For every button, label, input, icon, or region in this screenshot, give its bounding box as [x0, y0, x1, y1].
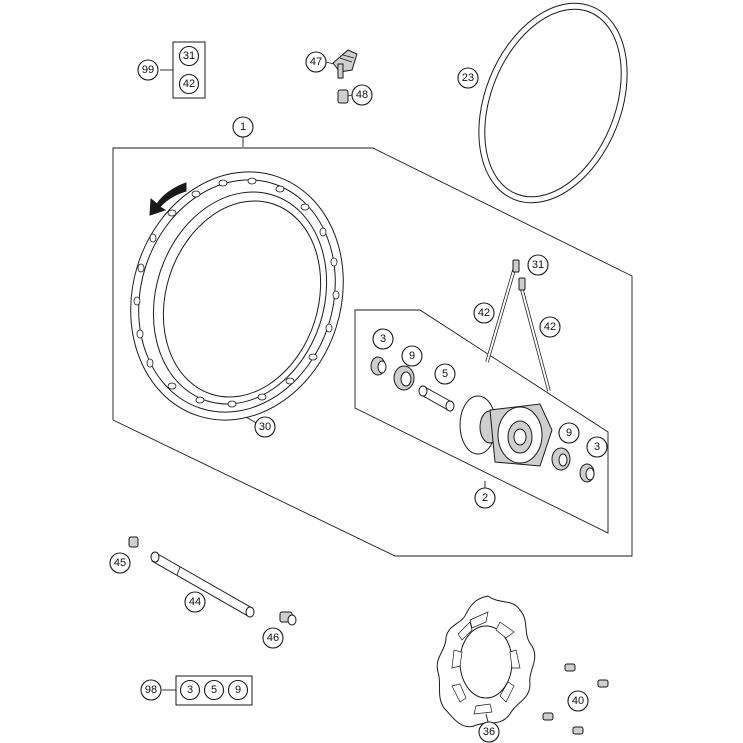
callout-31[interactable] [527, 254, 549, 276]
callout-3-right[interactable] [586, 436, 608, 458]
callout-2[interactable] [474, 487, 496, 509]
callout-9-right-label: 9 [566, 427, 572, 439]
kit-99-group: 99 31 42 [137, 41, 206, 99]
callout-5[interactable] [434, 363, 456, 385]
kit-98-callout[interactable] [140, 679, 162, 701]
brake-disc-part [436, 595, 536, 728]
assembly-frame-outline [112, 147, 633, 557]
valve-stem-part [337, 63, 344, 79]
kit-99-item-42[interactable] [178, 73, 200, 95]
kit-99-item-31-label: 31 [183, 50, 195, 62]
callout-23[interactable] [457, 67, 479, 89]
callout-45-label: 45 [114, 557, 126, 569]
callout-9-right[interactable] [558, 422, 580, 444]
kit-99-item-31[interactable] [178, 45, 200, 67]
disc-screw-2 [597, 679, 609, 688]
valve-cap-part [332, 49, 358, 73]
callout-47-label: 47 [310, 56, 322, 68]
callout-48-label: 48 [356, 89, 368, 101]
callout-45[interactable] [109, 552, 131, 574]
callout-2-label: 2 [482, 492, 488, 504]
rim-part [130, 171, 344, 425]
kit-99-callout[interactable] [137, 59, 159, 81]
callout-48[interactable] [351, 84, 373, 106]
callout-3-left-label: 3 [380, 333, 386, 345]
rotation-arrow-icon [149, 182, 187, 216]
callout-44[interactable] [184, 591, 206, 613]
callout-23-label: 23 [462, 72, 474, 84]
callout-30-label: 30 [259, 421, 271, 433]
kit-98-item-5-label: 5 [211, 684, 217, 696]
disc-screw-1 [564, 663, 576, 672]
callout-42-right-label: 42 [544, 321, 556, 333]
callout-44-label: 44 [189, 596, 201, 608]
callout-36-label: 36 [483, 726, 495, 738]
axle-nut-part [128, 536, 139, 548]
callout-9-left-label: 9 [409, 350, 415, 362]
callout-3-right-label: 3 [594, 441, 600, 453]
callout-9-left[interactable] [401, 345, 423, 367]
callout-42-left[interactable] [473, 302, 495, 324]
kit-98-label: 98 [145, 684, 157, 696]
callout-1[interactable] [232, 116, 254, 138]
callout-46[interactable] [262, 627, 284, 649]
callouts: 1 2 3 3 5 9 9 23 30 31 36 40 42 42 44 45 [109, 51, 608, 743]
axle-parts [128, 536, 297, 626]
wheel-assembly-frame [112, 137, 633, 557]
kit-98-item-3[interactable] [179, 679, 201, 701]
valve-nut-part [337, 89, 349, 104]
valve-parts [325, 49, 358, 104]
callout-40-label: 40 [572, 695, 584, 707]
kit-98-item-5[interactable] [203, 679, 225, 701]
rim-tape-part [478, 2, 628, 204]
kit-98-item-9[interactable] [227, 679, 249, 701]
callout-31-label: 31 [532, 259, 544, 271]
hub-subframe [354, 309, 609, 534]
kit-98-item-9-label: 9 [235, 684, 241, 696]
callout-42-right[interactable] [539, 316, 561, 338]
callout-46-label: 46 [267, 632, 279, 644]
disc-screws [542, 663, 609, 735]
kit-99-label: 99 [142, 64, 154, 76]
spoke-parts [485, 259, 551, 392]
callout-1-label: 1 [240, 121, 246, 133]
callout-3-left[interactable] [372, 328, 394, 350]
callout-40[interactable] [567, 690, 589, 712]
callout-42-left-label: 42 [478, 307, 490, 319]
nipple-part [512, 259, 520, 273]
disc-screw-3 [542, 712, 554, 721]
callout-30[interactable] [254, 416, 276, 438]
nipple-part-2 [518, 277, 526, 291]
callout-47[interactable] [305, 51, 327, 73]
hub-frame-outline [354, 309, 609, 534]
callout-5-label: 5 [442, 368, 448, 380]
kit-98-item-3-label: 3 [187, 684, 193, 696]
hub-components [370, 356, 595, 483]
kit-98-group: 98 3 5 9 [140, 675, 253, 706]
kit-99-item-42-label: 42 [183, 78, 195, 90]
disc-screw-4 [572, 726, 584, 735]
callout-36[interactable] [478, 721, 500, 743]
